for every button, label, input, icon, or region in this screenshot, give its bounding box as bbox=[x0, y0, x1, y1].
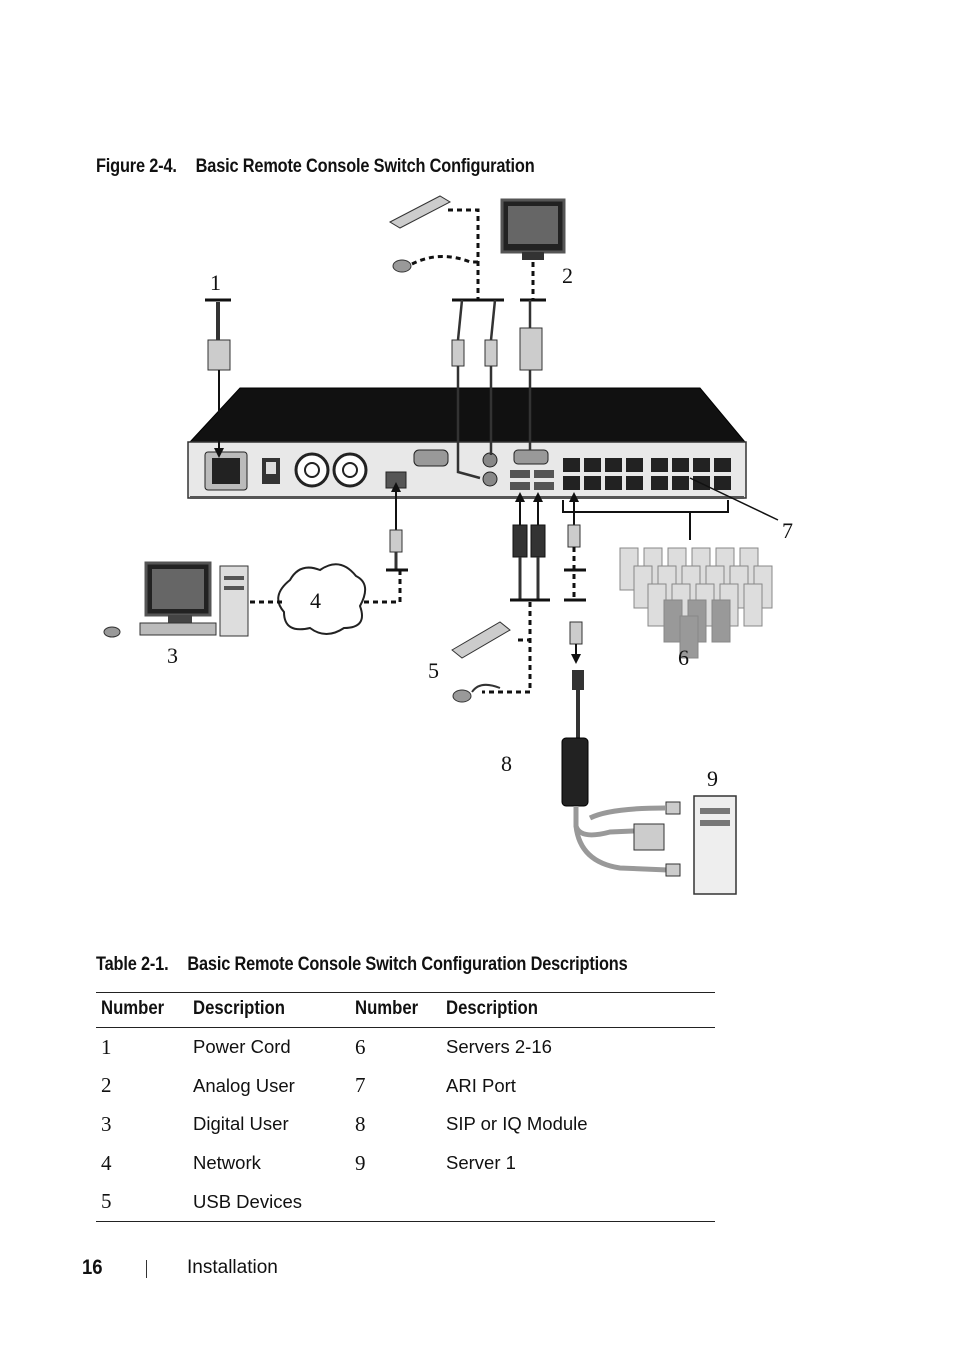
server-tower bbox=[743, 583, 763, 627]
rj45-port bbox=[563, 476, 580, 490]
footer-section-title: Installation bbox=[187, 1257, 278, 1278]
number-cell: 8 bbox=[355, 1111, 366, 1136]
rj45-port bbox=[605, 458, 622, 472]
rj45-port bbox=[714, 476, 731, 490]
number-cell: 2 bbox=[101, 1073, 112, 1098]
table-header-row: Number Description Number Description bbox=[96, 992, 715, 1028]
server-tower bbox=[663, 599, 683, 643]
table-row: 1 Power Cord 6 Servers 2-16 bbox=[96, 1028, 715, 1067]
figure-caption: Figure 2-4. Basic Remote Console Switch C… bbox=[96, 156, 535, 178]
rj45-port bbox=[605, 476, 622, 490]
number-cell: 7 bbox=[355, 1073, 366, 1098]
rj45-port bbox=[672, 476, 689, 490]
number-cell: 6 bbox=[355, 1034, 366, 1059]
console-switch bbox=[187, 387, 747, 499]
callout-8: 8 bbox=[501, 751, 512, 776]
callout-6: 6 bbox=[678, 645, 689, 670]
description-cell: Network bbox=[193, 1152, 261, 1174]
callout-3: 3 bbox=[167, 643, 178, 668]
server-tower bbox=[711, 599, 731, 643]
description-cell: Servers 2-16 bbox=[446, 1036, 552, 1058]
description-cell bbox=[441, 1182, 715, 1222]
configuration-diagram: 1 2 3 4 5 6 7 8 9 bbox=[103, 195, 793, 895]
page-number: 16 bbox=[82, 1256, 103, 1279]
number-cell bbox=[350, 1182, 441, 1222]
table-row: 5 USB Devices bbox=[96, 1182, 715, 1222]
footer-divider bbox=[146, 1260, 147, 1278]
descriptions-table: Number Description Number Description 1 … bbox=[96, 992, 715, 1222]
description-cell: SIP or IQ Module bbox=[446, 1113, 588, 1135]
rj45-port bbox=[563, 458, 580, 472]
description-cell: ARI Port bbox=[446, 1074, 516, 1096]
number-cell: 9 bbox=[355, 1150, 366, 1175]
table-number: Table 2-1. bbox=[96, 954, 169, 975]
number-cell: 3 bbox=[101, 1111, 112, 1136]
rj45-port bbox=[651, 458, 668, 472]
server-tower bbox=[647, 583, 667, 627]
rj45-port bbox=[584, 458, 601, 472]
rj45-port bbox=[672, 458, 689, 472]
table-title: Basic Remote Console Switch Configuratio… bbox=[187, 954, 628, 975]
table-row: 4 Network 9 Server 1 bbox=[96, 1144, 715, 1183]
callout-1: 1 bbox=[210, 270, 221, 295]
callout-9: 9 bbox=[707, 766, 718, 791]
description-cell: Digital User bbox=[193, 1113, 289, 1135]
rj45-port bbox=[651, 476, 668, 490]
rj45-port bbox=[584, 476, 601, 490]
column-header: Number bbox=[96, 992, 188, 1028]
column-header: Number bbox=[350, 992, 441, 1028]
description-cell: Analog User bbox=[193, 1074, 295, 1096]
servers-group bbox=[619, 547, 773, 659]
rj45-port bbox=[626, 458, 643, 472]
number-cell: 5 bbox=[96, 1182, 188, 1222]
power-cord bbox=[205, 298, 231, 458]
rj45-port bbox=[626, 476, 643, 490]
description-cell: USB Devices bbox=[188, 1182, 350, 1222]
rj45-port bbox=[693, 458, 710, 472]
number-cell: 1 bbox=[101, 1034, 112, 1059]
usb-devices bbox=[451, 492, 550, 703]
callout-2: 2 bbox=[562, 263, 573, 288]
figure-title: Basic Remote Console Switch Configuratio… bbox=[195, 156, 535, 177]
description-cell: Server 1 bbox=[446, 1152, 516, 1174]
rj45-port bbox=[714, 458, 731, 472]
column-header: Description bbox=[441, 992, 715, 1028]
figure-number: Figure 2-4. bbox=[96, 156, 177, 177]
analog-user-devices bbox=[388, 195, 566, 480]
description-cell: Power Cord bbox=[193, 1036, 291, 1058]
table-caption: Table 2-1. Basic Remote Console Switch Co… bbox=[96, 954, 628, 976]
number-cell: 4 bbox=[101, 1150, 112, 1175]
network-connection bbox=[246, 482, 408, 635]
column-header: Description bbox=[188, 992, 350, 1028]
server-tower bbox=[679, 615, 699, 659]
sip-module-connection bbox=[561, 477, 779, 895]
callout-5: 5 bbox=[428, 658, 439, 683]
callout-4: 4 bbox=[310, 588, 321, 613]
table-row: 3 Digital User 8 SIP or IQ Module bbox=[96, 1105, 715, 1144]
digital-user-workstation bbox=[103, 561, 249, 638]
table-row: 2 Analog User 7 ARI Port bbox=[96, 1067, 715, 1106]
callout-7: 7 bbox=[782, 518, 793, 543]
